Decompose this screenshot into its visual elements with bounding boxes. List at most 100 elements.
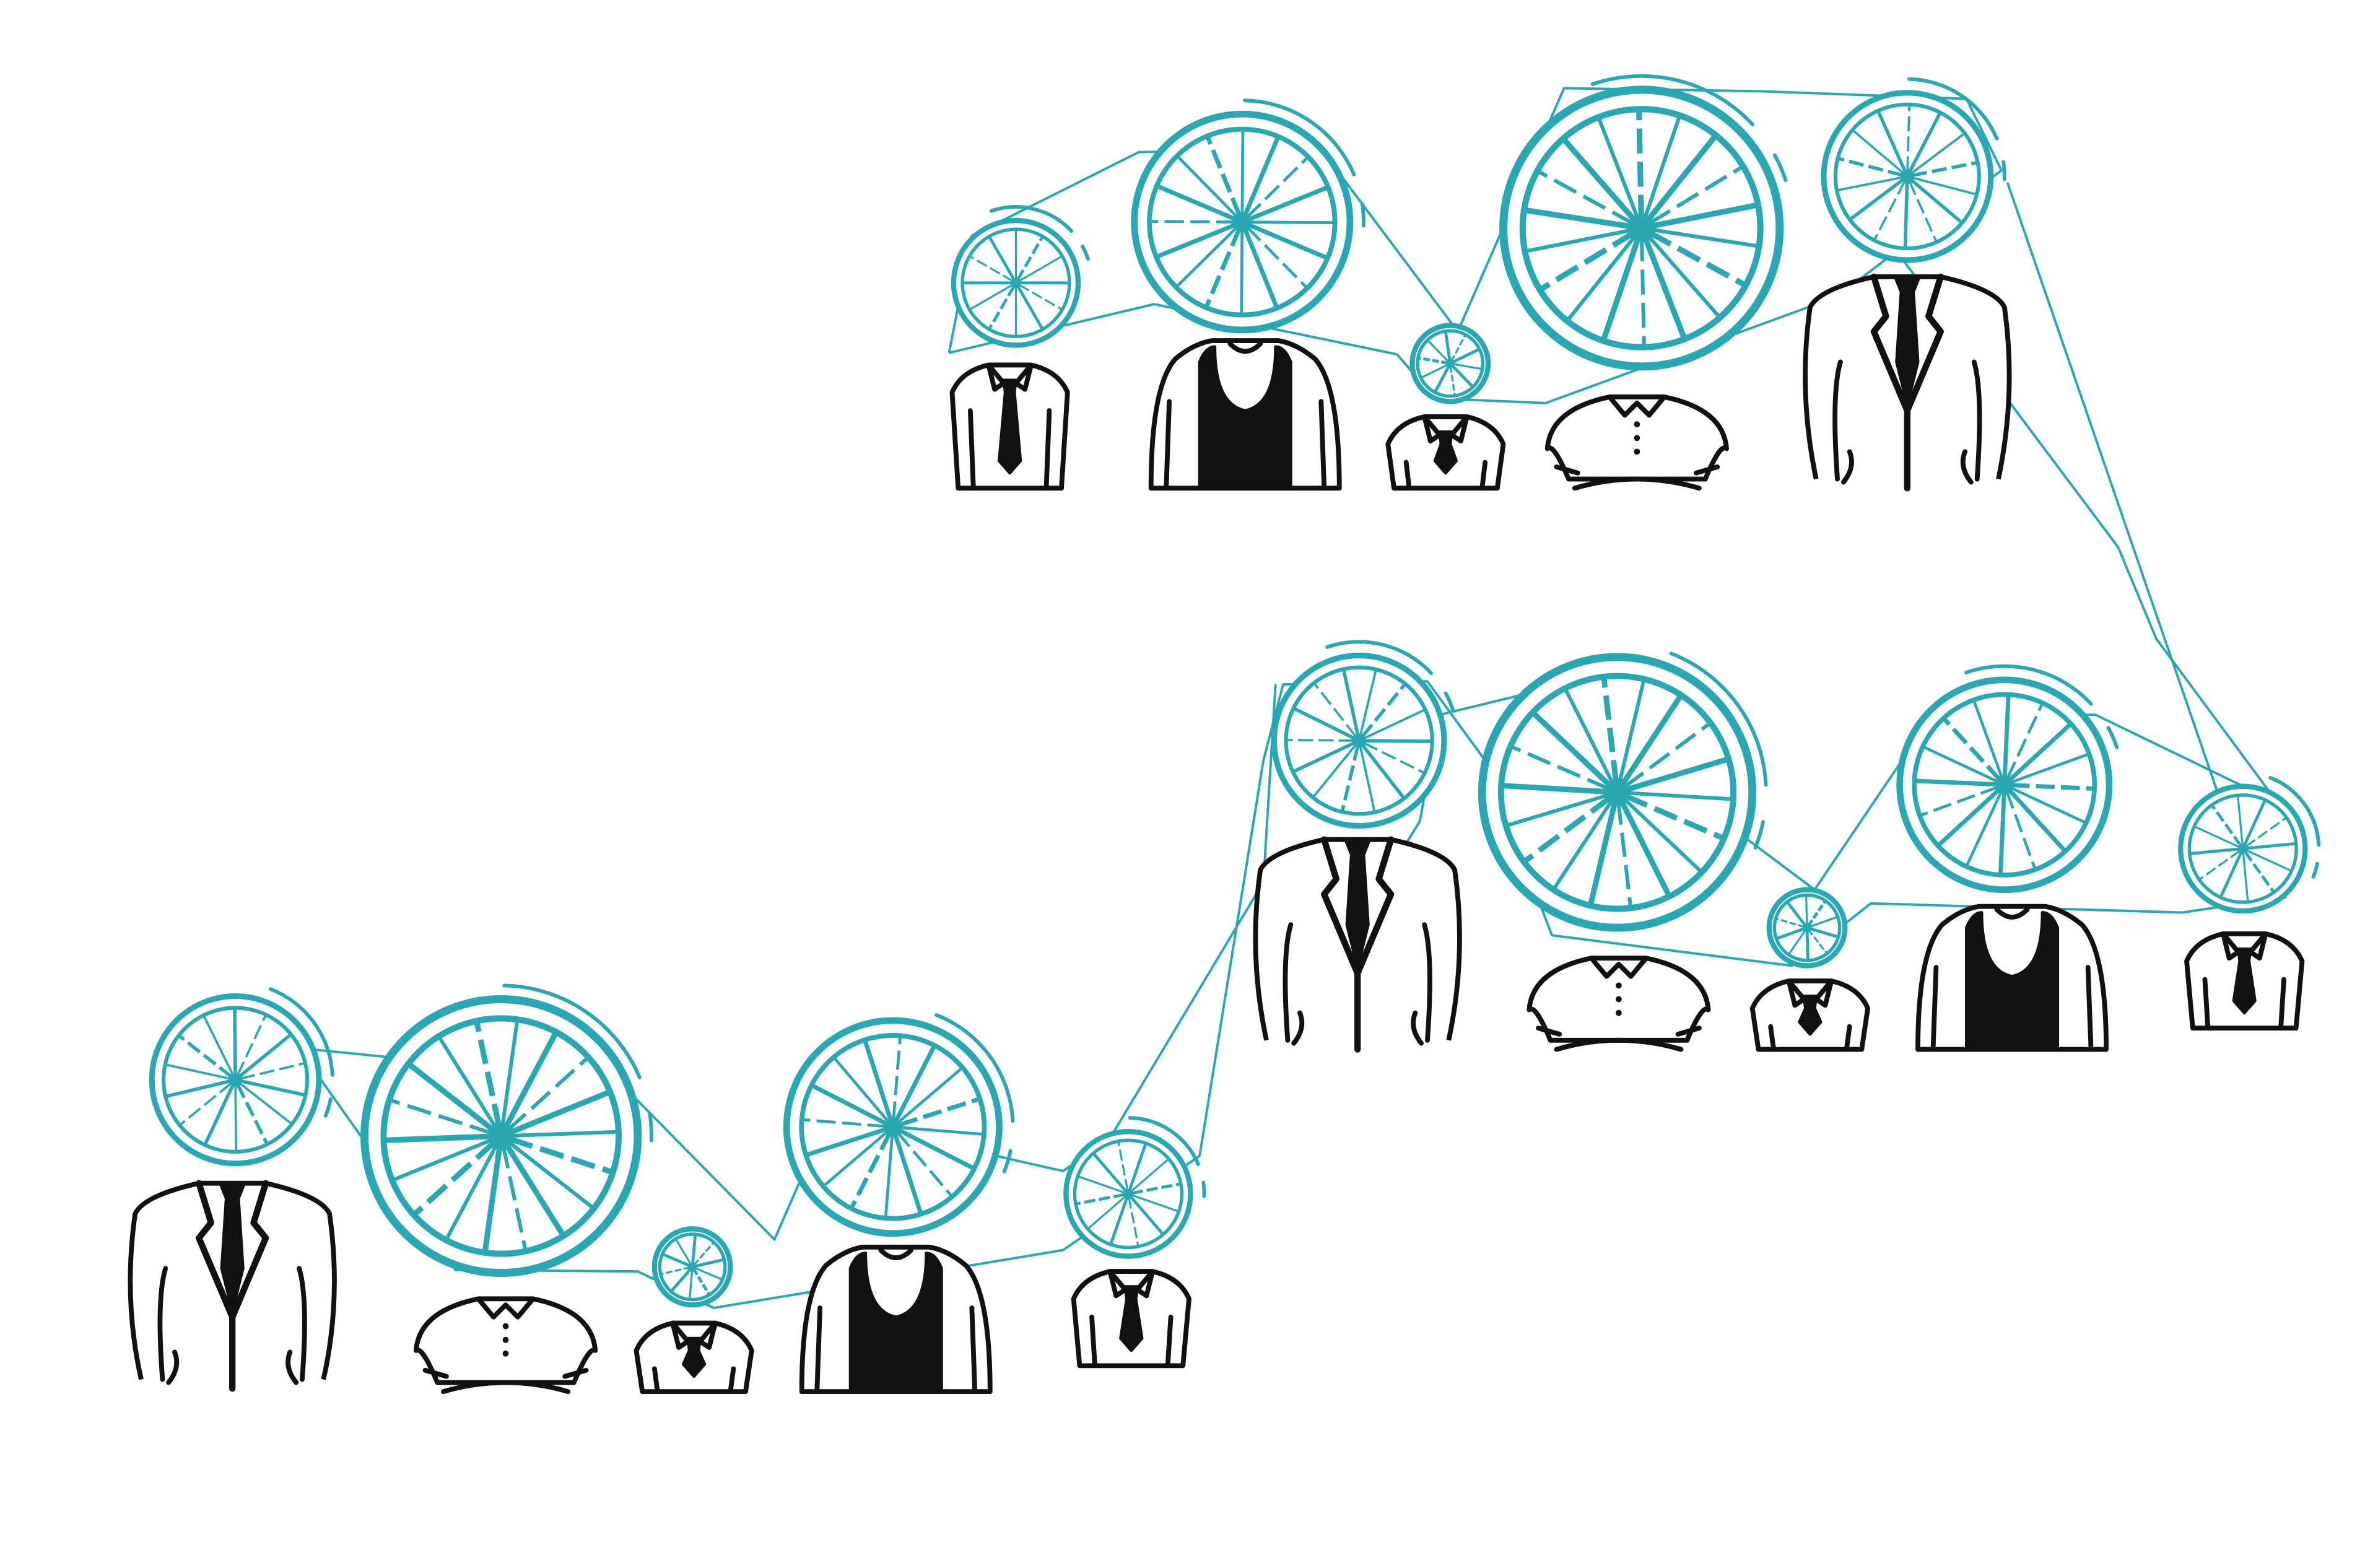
sleeve-line bbox=[728, 1366, 736, 1395]
sleeve-line bbox=[1768, 1024, 1776, 1052]
gear-spoke bbox=[482, 1144, 503, 1251]
gear-spoke bbox=[1427, 339, 1450, 363]
gear-spoke bbox=[1247, 186, 1327, 222]
gear-spoke bbox=[1776, 927, 1806, 940]
arm-line bbox=[157, 1266, 307, 1382]
gear-spoke bbox=[1808, 916, 1838, 928]
gear-motion-arc bbox=[989, 205, 1074, 233]
sleeve-line bbox=[967, 408, 976, 491]
gear-spoke bbox=[1450, 334, 1466, 362]
sleeve-line bbox=[651, 1366, 660, 1395]
gear-spoke bbox=[507, 1090, 609, 1136]
gear-wheel-icon bbox=[1409, 323, 1491, 404]
gear-spoke bbox=[895, 1131, 952, 1196]
gear-spoke bbox=[240, 1062, 304, 1080]
tie-icon bbox=[1344, 838, 1372, 969]
gear-spoke bbox=[850, 1131, 892, 1208]
gear-spoke bbox=[1527, 228, 1634, 253]
gear-spoke bbox=[386, 1133, 494, 1143]
gear-motion-tick bbox=[2001, 160, 2006, 181]
gear-spoke bbox=[661, 1266, 690, 1275]
gear-spoke bbox=[1206, 137, 1242, 217]
gear-spoke bbox=[1313, 744, 1357, 797]
gear-spoke bbox=[1016, 285, 1043, 329]
gear-spoke bbox=[1131, 1194, 1178, 1213]
gear-inner-rim bbox=[1519, 106, 1764, 351]
gear-spoke bbox=[1649, 227, 1757, 248]
gear-spoke bbox=[180, 1082, 232, 1125]
gear-spoke bbox=[1853, 130, 1904, 175]
gear-hub bbox=[1802, 923, 1812, 933]
gear-inner-rim bbox=[1073, 1138, 1184, 1250]
person-suit bbox=[1253, 836, 1462, 1053]
gear-wheel-icon bbox=[1131, 98, 1365, 334]
gear-wheel-icon bbox=[951, 205, 1090, 348]
gear-spoke bbox=[1874, 180, 1906, 240]
gear-spoke bbox=[1903, 181, 1909, 247]
gear-inner-rim bbox=[2187, 793, 2298, 904]
gear-spoke bbox=[438, 1037, 499, 1130]
gear-spoke bbox=[238, 1034, 291, 1078]
gear-spoke bbox=[1314, 683, 1357, 738]
gear-spoke bbox=[1157, 185, 1237, 222]
gear-wheel-icon bbox=[149, 987, 334, 1167]
gear-spoke bbox=[1788, 929, 1807, 955]
gear-spoke bbox=[1567, 233, 1638, 320]
gear-spoke bbox=[2246, 842, 2296, 850]
gear-motion-tick bbox=[648, 1112, 653, 1143]
gear-spoke bbox=[1644, 136, 1717, 224]
cardigan-line bbox=[1164, 399, 1327, 491]
tie-icon bbox=[681, 1336, 707, 1379]
gear-spoke bbox=[1618, 798, 1671, 895]
gear-spoke bbox=[1092, 1153, 1127, 1192]
gear-spoke bbox=[1204, 227, 1242, 307]
sleeve-line bbox=[1043, 408, 1052, 491]
gear-hub bbox=[2238, 844, 2248, 853]
gear-spoke bbox=[1805, 930, 1810, 960]
sleeve-line bbox=[1479, 460, 1488, 491]
gear-spoke bbox=[2010, 753, 2088, 784]
gear-motion-arc bbox=[2268, 775, 2321, 847]
gear-spoke bbox=[1128, 1144, 1147, 1191]
gear-inner-rim bbox=[1416, 329, 1485, 398]
gear-spoke bbox=[2190, 847, 2239, 855]
person-polo bbox=[413, 1296, 598, 1395]
button-icon bbox=[502, 1323, 509, 1330]
gear-motion-arc bbox=[1907, 77, 1999, 141]
gear-spoke bbox=[2211, 805, 2242, 847]
gear-spoke bbox=[892, 1037, 902, 1121]
gear-spoke bbox=[1018, 284, 1062, 310]
gear-spoke bbox=[2244, 850, 2275, 892]
gear-spoke bbox=[1786, 901, 1807, 927]
gear-spoke bbox=[694, 1258, 724, 1268]
gear-spoke bbox=[1616, 800, 1632, 906]
collar bbox=[2220, 931, 2268, 961]
gear-motion-arc bbox=[269, 987, 334, 1077]
gear-motion-arc bbox=[1128, 1116, 1200, 1166]
person-dress bbox=[799, 1244, 993, 1395]
cardigan-line bbox=[1930, 965, 2094, 1052]
cardigan-line bbox=[814, 1305, 978, 1395]
gear-spoke bbox=[234, 1084, 238, 1151]
gear-spoke bbox=[897, 1068, 962, 1124]
gear-inner-rim bbox=[1147, 126, 1338, 318]
gear-spoke bbox=[691, 1235, 697, 1265]
button-icon bbox=[1616, 982, 1622, 989]
gear-spoke bbox=[236, 1016, 266, 1076]
gear-spoke bbox=[1562, 139, 1639, 224]
gear-hub bbox=[885, 1119, 900, 1135]
gear-spoke bbox=[2007, 788, 2066, 852]
gear-spoke bbox=[1647, 166, 1742, 226]
collar bbox=[670, 1320, 718, 1350]
gear-spoke bbox=[1524, 795, 1613, 863]
gear-spoke bbox=[1619, 695, 1682, 788]
gear-spoke bbox=[1245, 157, 1308, 219]
gear-spoke bbox=[824, 1130, 889, 1187]
gear-motion-arc bbox=[1590, 74, 1755, 126]
body-layer bbox=[128, 273, 2305, 1395]
person-dress bbox=[1915, 904, 2109, 1052]
gear-spoke bbox=[506, 1057, 588, 1132]
gear-spoke bbox=[1078, 1175, 1125, 1194]
gear-spoke bbox=[1943, 718, 2002, 782]
